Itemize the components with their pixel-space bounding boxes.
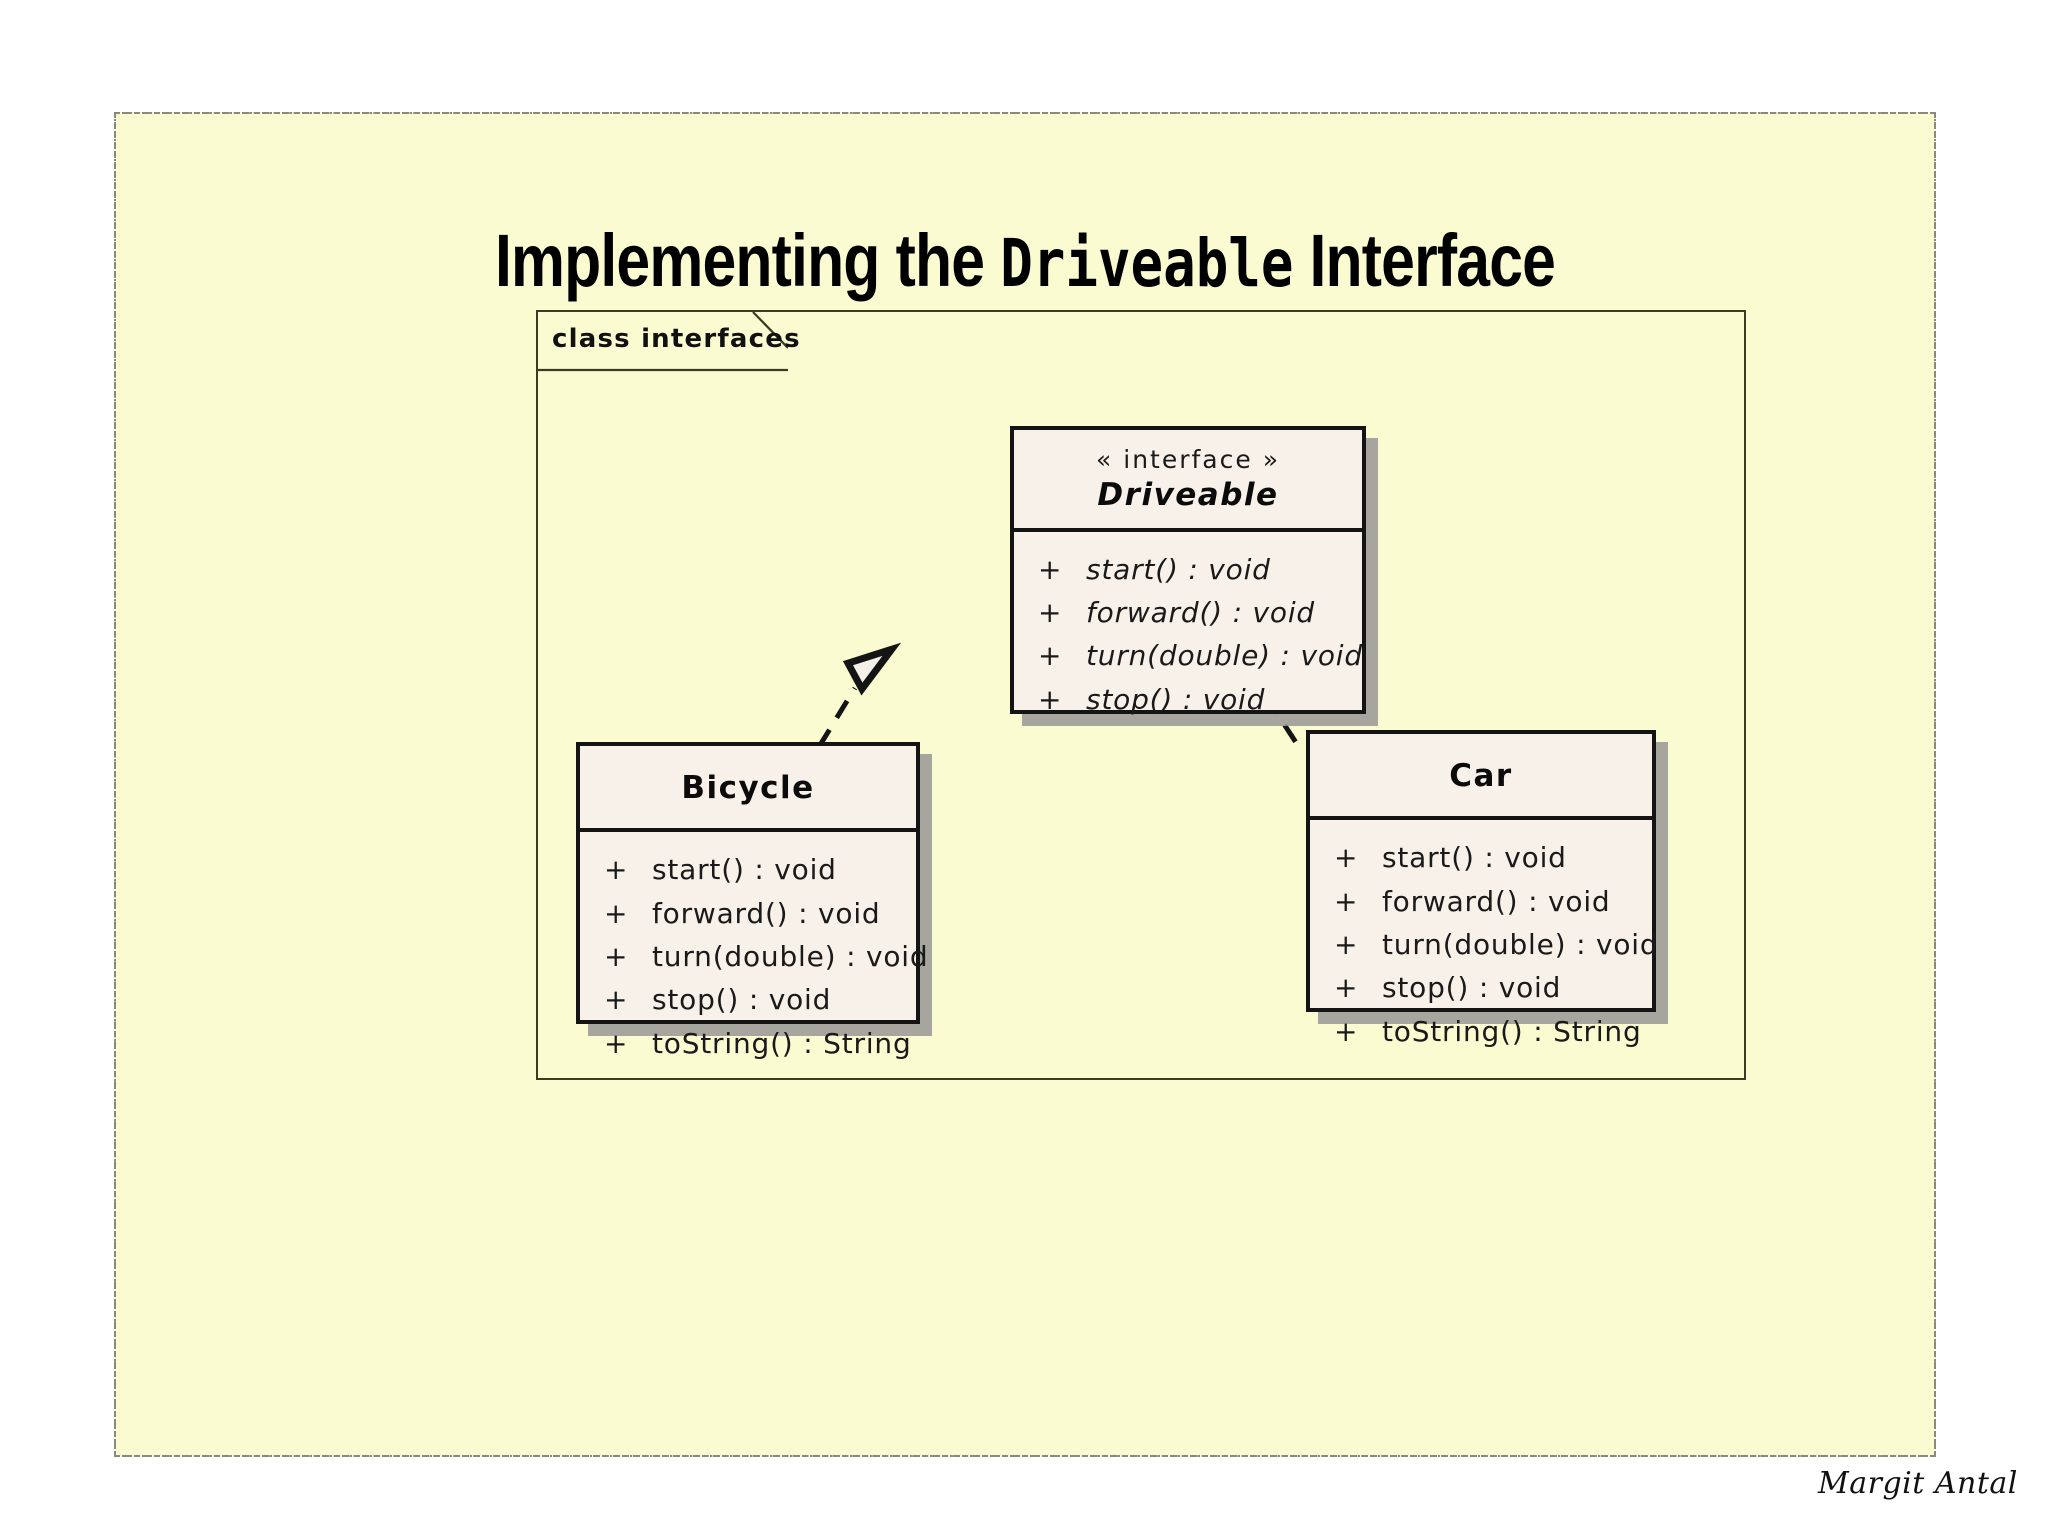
class-name-driveable: Driveable [1097, 477, 1279, 514]
uml-header-driveable: « interface » Driveable [1014, 430, 1362, 532]
uml-class-bicycle[interactable]: Bicycle + start() : void + forward() : v… [576, 742, 928, 1060]
member-signature: stop() : void [1382, 971, 1562, 1005]
realization-bicycle-to-driveable [816, 642, 902, 749]
package-frame: class interfaces « interface » Drive [536, 310, 1746, 1080]
member-visibility: + [604, 853, 629, 887]
member-row: + turn(double) : void [1038, 634, 1362, 677]
member-row: + start() : void [1334, 836, 1642, 879]
uml-members-bicycle: + start() : void + forward() : void + tu… [580, 832, 928, 1075]
member-signature: turn(double) : void [1086, 639, 1363, 673]
member-row: + start() : void [604, 848, 906, 891]
uml-class-driveable[interactable]: « interface » Driveable + start() : void… [1010, 426, 1366, 716]
package-tab-shape [538, 312, 788, 372]
member-signature: stop() : void [652, 983, 832, 1017]
member-row: + toString() : String [604, 1022, 911, 1065]
member-signature: toString() : String [1382, 1014, 1642, 1048]
uml-header-car: Car [1310, 734, 1652, 821]
member-visibility: + [1334, 884, 1359, 918]
member-visibility: + [1038, 682, 1063, 716]
member-signature: forward() : void [652, 896, 881, 930]
member-visibility: + [1334, 841, 1359, 875]
member-visibility: + [604, 896, 629, 930]
uml-class-car[interactable]: Car + start() : void + forward() : void … [1306, 730, 1658, 1048]
member-visibility: + [1038, 595, 1063, 629]
member-visibility: + [1334, 928, 1359, 962]
package-label: class interfaces [552, 324, 801, 354]
member-signature: turn(double) : void [1382, 928, 1659, 962]
member-visibility: + [1038, 639, 1063, 673]
member-row: + stop() : void [604, 978, 906, 1021]
member-row: + toString() : String [1334, 1010, 1642, 1053]
member-row: + turn(double) : void [604, 935, 928, 978]
class-name-car: Car [1449, 758, 1513, 794]
uml-members-driveable: + start() : void + forward() : void + tu… [1014, 532, 1362, 732]
title-monospace-term: Driveable [1000, 225, 1294, 302]
member-row: + forward() : void [1334, 880, 1642, 923]
slide-canvas: Implementing the Driveable Interface cla… [114, 112, 1936, 1457]
member-signature: forward() : void [1382, 884, 1611, 918]
package-tab [538, 312, 788, 374]
member-row: + forward() : void [604, 892, 906, 935]
class-name-bicycle: Bicycle [681, 770, 815, 806]
title-prefix: Implementing the [494, 219, 1001, 302]
member-row: + stop() : void [1334, 966, 1642, 1009]
author-signature: Margit Antal [1818, 1466, 2018, 1501]
member-signature: toString() : String [652, 1026, 912, 1060]
member-visibility: + [1334, 971, 1359, 1005]
uml-header-bicycle: Bicycle [580, 746, 916, 833]
page-title: Implementing the Driveable Interface [280, 224, 1771, 298]
stereotype-label: « interface » [1096, 445, 1280, 474]
member-signature: start() : void [652, 853, 837, 887]
member-visibility: + [1334, 1014, 1359, 1048]
member-signature: turn(double) : void [652, 940, 929, 974]
member-row: + forward() : void [1038, 591, 1352, 634]
member-signature: start() : void [1086, 552, 1271, 586]
member-visibility: + [1038, 552, 1063, 586]
uml-members-car: + start() : void + forward() : void + tu… [1310, 820, 1658, 1063]
member-visibility: + [604, 940, 629, 974]
member-signature: forward() : void [1086, 595, 1315, 629]
member-row: + turn(double) : void [1334, 923, 1658, 966]
member-signature: stop() : void [1086, 682, 1266, 716]
title-suffix: Interface [1293, 219, 1556, 302]
member-visibility: + [604, 1026, 629, 1060]
member-row: + start() : void [1038, 548, 1352, 591]
member-row: + stop() : void [1038, 678, 1352, 721]
member-visibility: + [604, 983, 629, 1017]
member-signature: start() : void [1382, 841, 1567, 875]
